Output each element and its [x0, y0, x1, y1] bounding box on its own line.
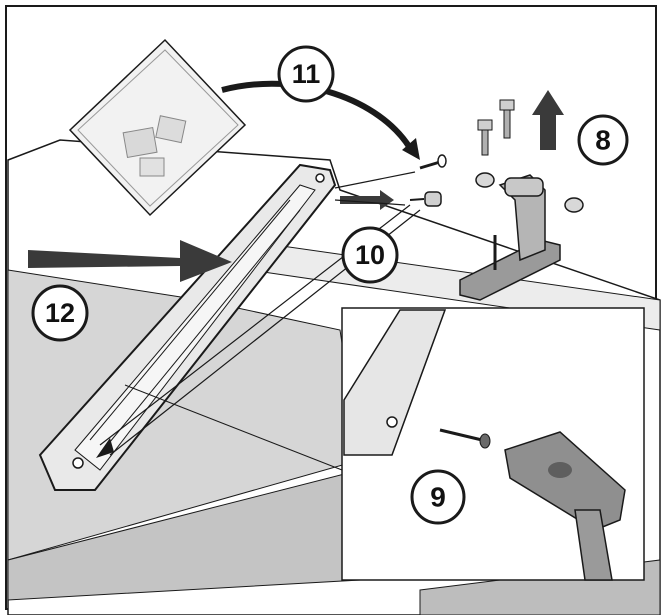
hammer-icon [504, 431, 626, 581]
step-number-11: 11 [292, 59, 321, 89]
arrow-10-diag-head [96, 438, 114, 458]
inset-pointer [124, 384, 343, 471]
callout-step-8: 8 [577, 114, 629, 166]
step-number-12: 12 [45, 298, 75, 328]
callout-step-9: 9 [410, 469, 466, 525]
arrow-10-right [340, 190, 394, 210]
arrow-11 [221, 80, 413, 150]
step-number-8: 8 [595, 125, 611, 156]
callout-step-12: 12 [31, 284, 89, 342]
step-number-10: 10 [355, 240, 385, 270]
callout-step-11: 11 [277, 45, 335, 103]
arrow-11-head [402, 138, 420, 160]
hinge-bracket [459, 99, 584, 301]
arrow-10-lines [334, 171, 416, 206]
door-panel [38, 163, 337, 491]
screw-parts [409, 154, 447, 207]
arrow-8-up [532, 90, 564, 150]
callout-step-10: 10 [341, 226, 399, 284]
arrow-12 [28, 240, 232, 282]
parts-bag-icon [68, 38, 247, 217]
hinge-hole-upper [315, 173, 325, 183]
inset-detail [341, 307, 645, 581]
hinge-hole-lower [72, 457, 84, 469]
step-number-9: 9 [430, 482, 446, 513]
